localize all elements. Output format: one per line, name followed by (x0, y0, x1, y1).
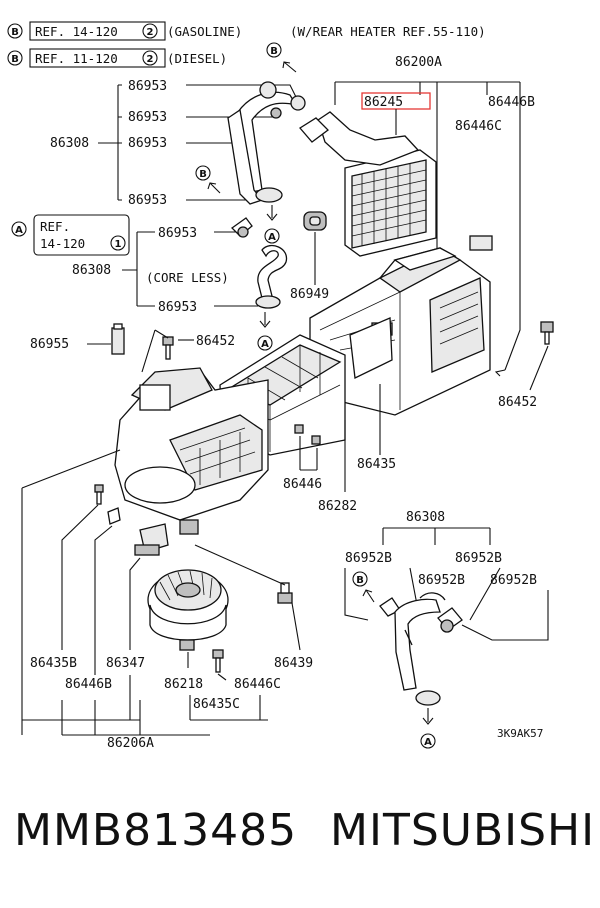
label-86308[interactable]: 86308 (72, 263, 111, 278)
ref-diesel-text: REF. 11-120 (35, 51, 118, 66)
svg-text:A: A (261, 339, 269, 350)
diagram-code: 3K9AK57 (497, 727, 543, 740)
label-86282[interactable]: 86282 (318, 499, 357, 514)
grommet-86949 (303, 211, 327, 231)
label-86446C[interactable]: 86446C (234, 677, 281, 692)
label-86218[interactable]: 86218 (164, 677, 203, 692)
core-less-note: (CORE LESS) (146, 270, 229, 285)
ref-left-box[interactable]: A REF. 14-120 1 (11, 214, 130, 256)
screw-86452-right (540, 321, 554, 345)
svg-text:2: 2 (147, 54, 154, 65)
ref-gasoline-text: REF. 14-120 (35, 24, 118, 39)
screw-86435B (94, 484, 104, 505)
label-86446B[interactable]: 86446B (65, 677, 112, 692)
label-86347[interactable]: 86347 (106, 656, 145, 671)
marker-b: B (11, 54, 19, 65)
label-86953[interactable]: 86953 (128, 79, 167, 94)
marker-a-inset: A (420, 708, 436, 749)
label-86953[interactable]: 86953 (128, 193, 167, 208)
label-86435B[interactable]: 86435B (30, 656, 77, 671)
heater-hose-upper (227, 81, 306, 205)
label-86952B[interactable]: 86952B (455, 551, 502, 566)
marker-b: B (11, 27, 19, 38)
footer: MMB813485 MITSUBISHI (0, 805, 600, 875)
svg-text:14-120: 14-120 (40, 236, 85, 251)
label-86446[interactable]: 86446 (283, 477, 322, 492)
svg-text:REF.: REF. (40, 219, 70, 234)
label-86206A[interactable]: 86206A (107, 736, 154, 751)
nut-86439 (277, 582, 293, 604)
screws-86446 (294, 424, 321, 445)
svg-text:B: B (356, 575, 364, 586)
label-86955[interactable]: 86955 (30, 337, 69, 352)
ref-diesel-note: (DIESEL) (167, 51, 227, 66)
ref-gasoline-note: (GASOLINE) (167, 24, 242, 39)
label-86952B[interactable]: 86952B (490, 573, 537, 588)
svg-text:A: A (424, 737, 432, 748)
svg-text:A: A (268, 232, 276, 243)
label-86953[interactable]: 86953 (158, 300, 197, 315)
svg-text:2: 2 (147, 27, 154, 38)
ref-gasoline[interactable]: B REF. 14-120 2 (GASOLINE) (7, 21, 242, 41)
marker-b-mid: B (195, 165, 221, 194)
svg-text:1: 1 (115, 239, 122, 250)
label-86446C[interactable]: 86446C (455, 119, 502, 134)
label-86435[interactable]: 86435 (357, 457, 396, 472)
label-86308[interactable]: 86308 (406, 510, 445, 525)
label-86953[interactable]: 86953 (158, 226, 197, 241)
label-86949[interactable]: 86949 (290, 287, 329, 302)
label-86953[interactable]: 86953 (128, 136, 167, 151)
resistor-86347 (134, 523, 169, 556)
label-86245[interactable]: 86245 (364, 95, 403, 110)
label-86953[interactable]: 86953 (128, 110, 167, 125)
hose-kit-86308 (379, 592, 463, 706)
heater-unit-housing (309, 235, 493, 416)
label-86452[interactable]: 86452 (498, 395, 537, 410)
label-86452[interactable]: 86452 (196, 334, 235, 349)
marker-b-top: B (266, 42, 297, 73)
sensor-86955 (111, 323, 125, 355)
clip-86446B (107, 507, 121, 525)
marker-b-inset: B (352, 571, 375, 603)
label-86446B[interactable]: 86446B (488, 95, 535, 110)
manufacturer-name: MITSUBISHI (330, 805, 596, 856)
part-number: MMB813485 (14, 805, 298, 856)
svg-text:B: B (270, 46, 278, 57)
ref-diesel[interactable]: B REF. 11-120 2 (DIESEL) (7, 48, 227, 68)
screw-86446C (212, 649, 224, 673)
label-86952B[interactable]: 86952B (345, 551, 392, 566)
label-86435C[interactable]: 86435C (193, 697, 240, 712)
blower-motor-86218 (147, 569, 229, 651)
svg-text:A: A (15, 225, 23, 236)
marker-a-hose-upper: A (264, 205, 280, 244)
heater-core (299, 111, 437, 257)
label-86308[interactable]: 86308 (50, 136, 89, 151)
marker-a-hose-lower: A (257, 312, 273, 351)
label-86952B[interactable]: 86952B (418, 573, 465, 588)
label-86200A[interactable]: 86200A (395, 55, 442, 70)
svg-text:B: B (199, 169, 207, 180)
heater-hose-lower (230, 217, 288, 309)
screw-86452-left (162, 336, 174, 360)
blower-case (114, 367, 269, 535)
ref-rear-heater: (W/REAR HEATER REF.55-110) (290, 24, 486, 39)
label-86439[interactable]: 86439 (274, 656, 313, 671)
